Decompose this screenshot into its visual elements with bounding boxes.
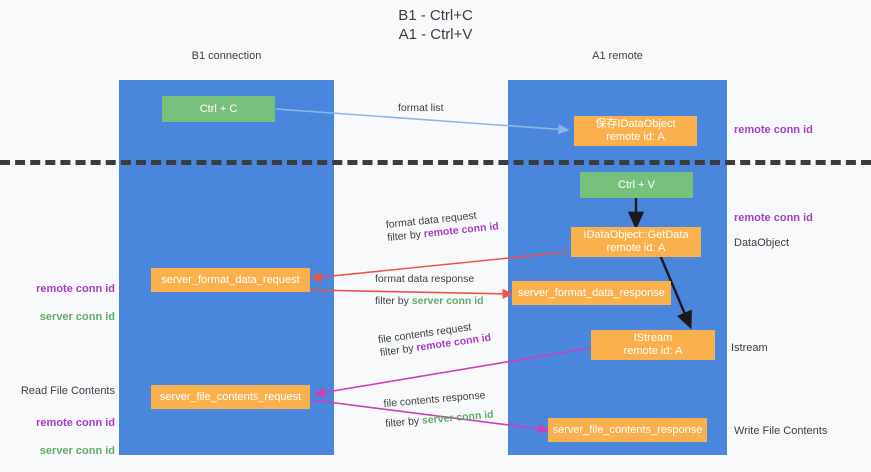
format-list-text: format list <box>398 102 444 114</box>
save-idataobject-box[interactable]: 保存IDataObject remote id: A <box>574 116 697 146</box>
write-file-contents-label: Write File Contents <box>734 425 828 437</box>
file-contents-server-conn-id: server conn id <box>39 445 115 457</box>
save-idataobject-label: 保存IDataObject remote id: A <box>595 118 676 143</box>
idataobject-getdata-label: IDataObject::GetData remote id: A <box>583 229 689 254</box>
paste-remote-conn-id-label: remote conn id <box>734 212 813 224</box>
format-data-remote-conn-id: remote conn id <box>36 283 115 295</box>
file-contents-left-keys: remote conn id server conn id <box>8 402 115 472</box>
server-file-contents-request-box[interactable]: server_file_contents_request <box>151 385 310 409</box>
server-format-data-request-box[interactable]: server_format_data_request <box>151 268 310 292</box>
istream-right-label: Istream <box>731 342 768 354</box>
dataobject-label: DataObject <box>734 237 790 249</box>
format-list-arrow-label: format list <box>398 102 444 115</box>
format-data-response-line1: format data response <box>375 273 475 285</box>
istream-box[interactable]: IStream remote id: A <box>591 330 715 360</box>
format-data-response-line2: filter by server conn id <box>375 295 484 308</box>
server-conn-id-key: server conn id <box>411 295 484 307</box>
file-contents-remote-conn-id: remote conn id <box>36 417 115 429</box>
copy-remote-conn-id-label: remote conn id <box>734 124 813 136</box>
ctrl-v-box[interactable]: Ctrl + V <box>580 172 693 198</box>
filter-by-text: filter by <box>375 295 412 307</box>
format-data-response-label: format data response filter by server co… <box>375 273 484 308</box>
server-format-data-response-label: server_format_data_response <box>518 286 665 299</box>
filter-by-text: filter by <box>386 228 425 245</box>
file-contents-response-label: file contents response filter by server … <box>383 389 494 431</box>
server-conn-id-key: server conn id <box>421 408 495 427</box>
filter-by-text: filter by <box>384 414 423 431</box>
diagram-title: B1 - Ctrl+C A1 - Ctrl+V <box>398 7 473 43</box>
format-data-left-keys: remote conn id server conn id <box>8 268 115 338</box>
section-divider <box>0 160 871 165</box>
server-file-contents-response-label: server_file_contents_response <box>552 423 703 436</box>
istream-label: IStream remote id: A <box>623 332 683 357</box>
server-file-contents-request-label: server_file_contents_request <box>159 390 302 403</box>
column-header-b1: B1 connection <box>191 50 262 62</box>
server-format-data-response-box[interactable]: server_format_data_response <box>512 281 671 305</box>
server-format-data-request-label: server_format_data_request <box>161 273 300 286</box>
ctrl-c-box[interactable]: Ctrl + C <box>162 96 275 122</box>
file-contents-request-label: file contents request filter by remote c… <box>377 319 492 360</box>
format-data-server-conn-id: server conn id <box>39 311 115 323</box>
file-contents-response-line1: file contents response <box>383 389 486 411</box>
server-file-contents-response-box[interactable]: server_file_contents_response <box>548 418 707 442</box>
ctrl-v-label: Ctrl + V <box>618 178 655 191</box>
idataobject-getdata-box[interactable]: IDataObject::GetData remote id: A <box>571 227 701 257</box>
ctrl-c-label: Ctrl + C <box>199 102 238 115</box>
file-contents-response-line2: filter by server conn id <box>385 409 494 431</box>
format-data-request-label: format data request filter by remote con… <box>385 207 499 245</box>
column-header-a1: A1 remote <box>592 50 643 62</box>
read-file-contents-label: Read File Contents <box>20 385 115 397</box>
